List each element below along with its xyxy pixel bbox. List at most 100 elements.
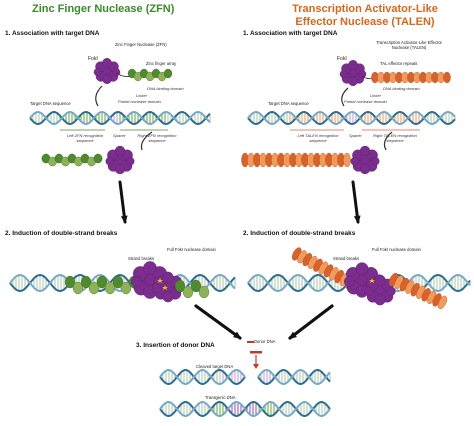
zfn-zinc-finger-array-label: Zinc finger array xyxy=(146,61,177,66)
talen-converge-arrow xyxy=(288,304,334,340)
talen-title: Transcription Activator-Like Effector Nu… xyxy=(292,3,438,28)
zinc-finger-unit xyxy=(88,281,100,295)
dna-backbone-strand xyxy=(247,110,456,126)
donor-dna-fragment xyxy=(250,351,262,354)
step-3-heading: 3. Insertion of donor DNA xyxy=(136,342,215,349)
strand-break-star xyxy=(369,278,375,283)
zinc-finger-unit xyxy=(104,281,116,295)
dna-backbone-strand xyxy=(159,401,331,417)
zfn-dimer-foki-right xyxy=(162,271,174,283)
zfn-target-dna-label: Target DNA sequence xyxy=(30,101,71,106)
talen-step-2-heading: 2. Induction of double-strand breaks xyxy=(243,230,356,237)
dna-backbone-strand xyxy=(159,369,246,385)
donor-dna-label: Donor DNA xyxy=(254,339,276,344)
zinc-finger-unit xyxy=(163,68,173,79)
zinc-finger-unit xyxy=(96,275,108,289)
tal-repeat-unit xyxy=(437,295,448,310)
zfn-title: Zinc Finger Nuclease (ZFN) xyxy=(32,3,175,15)
talen-target-dna-helix xyxy=(247,110,456,126)
dna-backbone-strand xyxy=(9,273,236,293)
talen-foki-domain-lower xyxy=(370,156,380,166)
cleaved-dna-left xyxy=(159,369,246,385)
talen-protein-label: Transcription Activator-Like Effector Nu… xyxy=(376,40,442,50)
talen-tal-repeat-array-lower xyxy=(241,152,351,168)
zfn-dimer-foki-left xyxy=(130,276,143,288)
talen-foki-domain xyxy=(339,70,348,79)
zfn-partial-nuclease-label: Partial nuclease domain xyxy=(118,99,161,104)
talen-binding-arrow-lower xyxy=(383,131,393,151)
tal-repeat-unit xyxy=(343,152,351,168)
zinc-finger-unit xyxy=(64,275,76,289)
strand-break-star xyxy=(157,278,163,283)
dna-backbone-strand xyxy=(29,110,211,126)
zfn-foki-label: FokI xyxy=(88,56,98,62)
cleaved-dna-right xyxy=(257,369,331,385)
zfn-dimer-foki-right xyxy=(152,283,162,293)
talen-target-dna-label: Target DNA sequence xyxy=(268,101,309,106)
zinc-finger-unit xyxy=(198,285,210,299)
talen-foki-domain-lower xyxy=(359,163,371,175)
talen-right-recognition-label: Right TALEN recognition sequence xyxy=(373,133,417,143)
donor-insertion-arrow-head xyxy=(253,364,259,369)
talen-left-recognition-label: Left TALEN recognition sequence xyxy=(297,133,339,143)
zfn-left-recognition-label: Left ZFN recognition sequence xyxy=(66,133,104,143)
talen-dimer-foki-right xyxy=(374,294,386,306)
zfn-linker-label: Linker xyxy=(136,93,147,98)
talen-spacer-label: Spacer xyxy=(349,133,362,138)
cleaved-target-dna-label: Cleaved target DNA xyxy=(196,364,234,369)
zfn-foki-domain-lower xyxy=(105,156,115,166)
zfn-dimer-foki-right xyxy=(162,291,174,303)
zfn-step-2-heading: 2. Induction of double-strand breaks xyxy=(5,230,118,237)
zfn-dna-binding-domain-label: DNA binding domain xyxy=(147,86,184,91)
talen-step-1-heading: 1. Association with target DNA xyxy=(243,30,338,37)
donor-dna-icon xyxy=(247,341,254,343)
transgenic-dna-helix xyxy=(159,401,331,417)
zfn-step-1-heading: 1. Association with target DNA xyxy=(5,30,100,37)
talen-bound-array-right xyxy=(388,272,448,310)
zinc-finger-unit xyxy=(112,275,124,289)
zfn-protein-label: Zinc Finger Nuclease (ZFN) xyxy=(115,42,167,47)
zfn-full-nuclease-label: Full FokI nuclease domain xyxy=(167,247,216,252)
zfn-converge-arrow xyxy=(194,304,242,340)
zfn-right-recognition-label: Right ZFN recognition sequence xyxy=(137,133,177,143)
dna-backbone-strand xyxy=(159,369,246,385)
zfn-target-dna-helix xyxy=(29,110,211,126)
zfn-binding-arrow-lower xyxy=(140,131,153,151)
zinc-finger-unit xyxy=(72,281,84,295)
talen-foki-domain-lower xyxy=(350,156,360,166)
dna-backbone-strand xyxy=(257,369,331,385)
zfn-foki-domain-lower xyxy=(125,156,135,166)
zfn-dimer-foki-left xyxy=(143,261,157,275)
talen-full-nuclease-label: Full FokI nuclease domain xyxy=(372,247,421,252)
talen-dimer-foki-right xyxy=(386,286,396,296)
talen-foki-domain xyxy=(358,70,367,79)
zfn-step-arrow-down xyxy=(118,180,127,224)
zfn-foki-domain-lower xyxy=(114,163,126,175)
zinc-finger-unit xyxy=(80,275,92,289)
talen-dna-binding-domain-label: DNA binding domain xyxy=(383,86,420,91)
talen-foki-domain xyxy=(348,60,358,70)
strand-break-star xyxy=(162,285,168,290)
dna-backbone-strand xyxy=(29,110,211,126)
talen-foki-domain xyxy=(348,76,358,86)
zfn-converge-arrow-head xyxy=(233,331,242,340)
talen-linker-label: Linker xyxy=(370,93,381,98)
zfn-foki-domain xyxy=(93,68,102,77)
zfn-strand-breaks-label: Strand breaks xyxy=(128,256,155,261)
talen-tal-repeat-array xyxy=(371,71,451,84)
talen-step-arrow-down xyxy=(351,180,360,224)
talen-converge-arrow-head xyxy=(288,331,297,340)
talen-strand-breaks-label: Strand breaks xyxy=(333,256,360,261)
zinc-finger-unit xyxy=(93,153,103,164)
talen-binding-arrow xyxy=(341,87,349,107)
talen-dimer-foki-right xyxy=(364,286,374,296)
talen-dimer-foki-right xyxy=(374,274,386,286)
zfn-binding-arrow xyxy=(95,85,103,107)
dna-backbone-strand xyxy=(257,369,331,385)
dna-backbone-strand xyxy=(247,110,456,126)
talen-dimer-foki-left xyxy=(355,262,369,276)
zfn-foki-domain-lower xyxy=(114,145,126,157)
zinc-finger-unit xyxy=(120,281,132,295)
